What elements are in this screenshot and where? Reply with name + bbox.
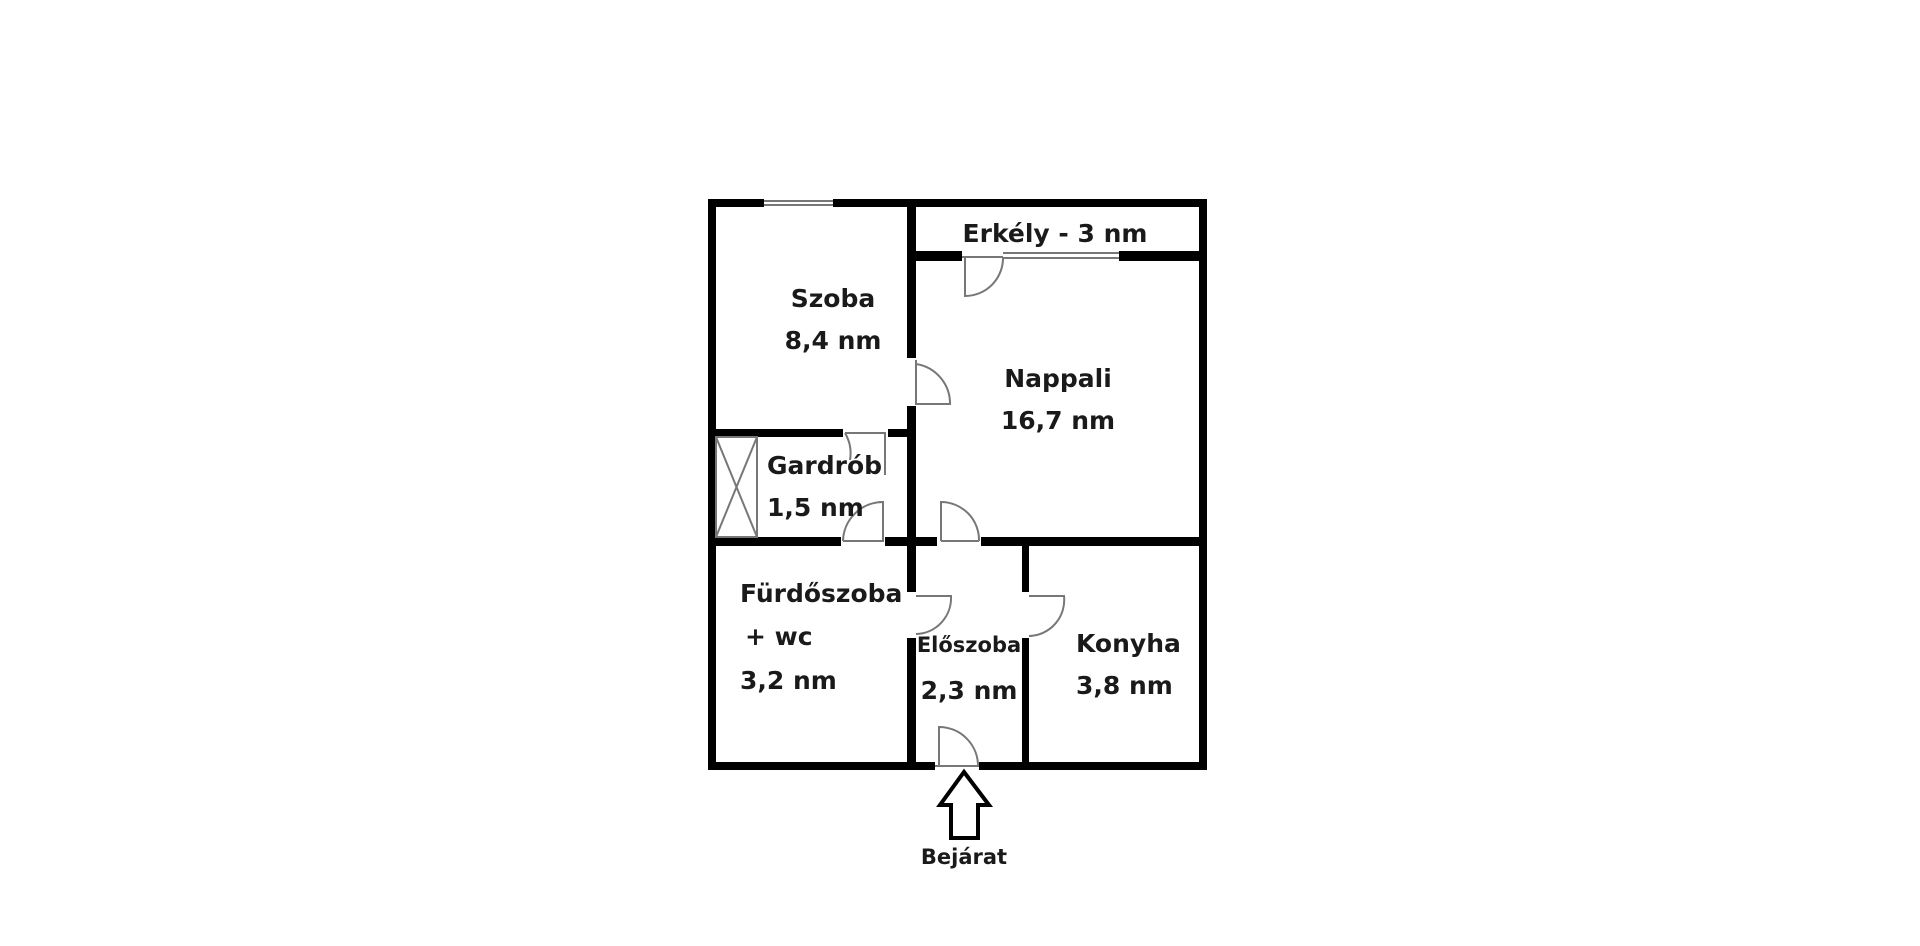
door-entrance bbox=[935, 725, 979, 767]
door-konyha bbox=[1028, 595, 1066, 637]
furdoszoba-label: Fürdőszoba bbox=[740, 579, 902, 608]
szoba-area: 8,4 nm bbox=[785, 326, 882, 355]
gardrob-label: Gardrób bbox=[767, 451, 882, 480]
eloszoba-area: 2,3 nm bbox=[921, 676, 1018, 705]
szoba-label: Szoba bbox=[791, 284, 876, 313]
furdoszoba-area: 3,2 nm bbox=[740, 666, 837, 695]
konyha-area: 3,8 nm bbox=[1076, 671, 1173, 700]
door-gardrob bbox=[842, 500, 884, 542]
door-szoba bbox=[915, 360, 952, 405]
interior-walls bbox=[708, 199, 1200, 770]
closet-shelf bbox=[715, 436, 758, 538]
entrance-arrow-icon bbox=[936, 768, 994, 840]
window-erkely bbox=[1003, 252, 1119, 259]
erkely-label: Erkély - 3 nm bbox=[963, 219, 1148, 248]
door-furdoszoba bbox=[915, 595, 953, 635]
nappali-area: 16,7 nm bbox=[1001, 406, 1115, 435]
window-szoba bbox=[764, 199, 833, 207]
door-nappali bbox=[940, 500, 981, 542]
furdoszoba-extra: + wc bbox=[745, 622, 813, 651]
konyha-label: Konyha bbox=[1076, 629, 1181, 658]
eloszoba-label: Előszoba bbox=[917, 633, 1021, 657]
nappali-label: Nappali bbox=[1004, 364, 1112, 393]
outer-walls bbox=[708, 199, 1207, 770]
door-erkely bbox=[962, 256, 1005, 298]
entrance-label: Bejárat bbox=[921, 845, 1007, 869]
gardrob-area: 1,5 nm bbox=[767, 493, 864, 522]
door-gardrob-top bbox=[844, 432, 886, 475]
